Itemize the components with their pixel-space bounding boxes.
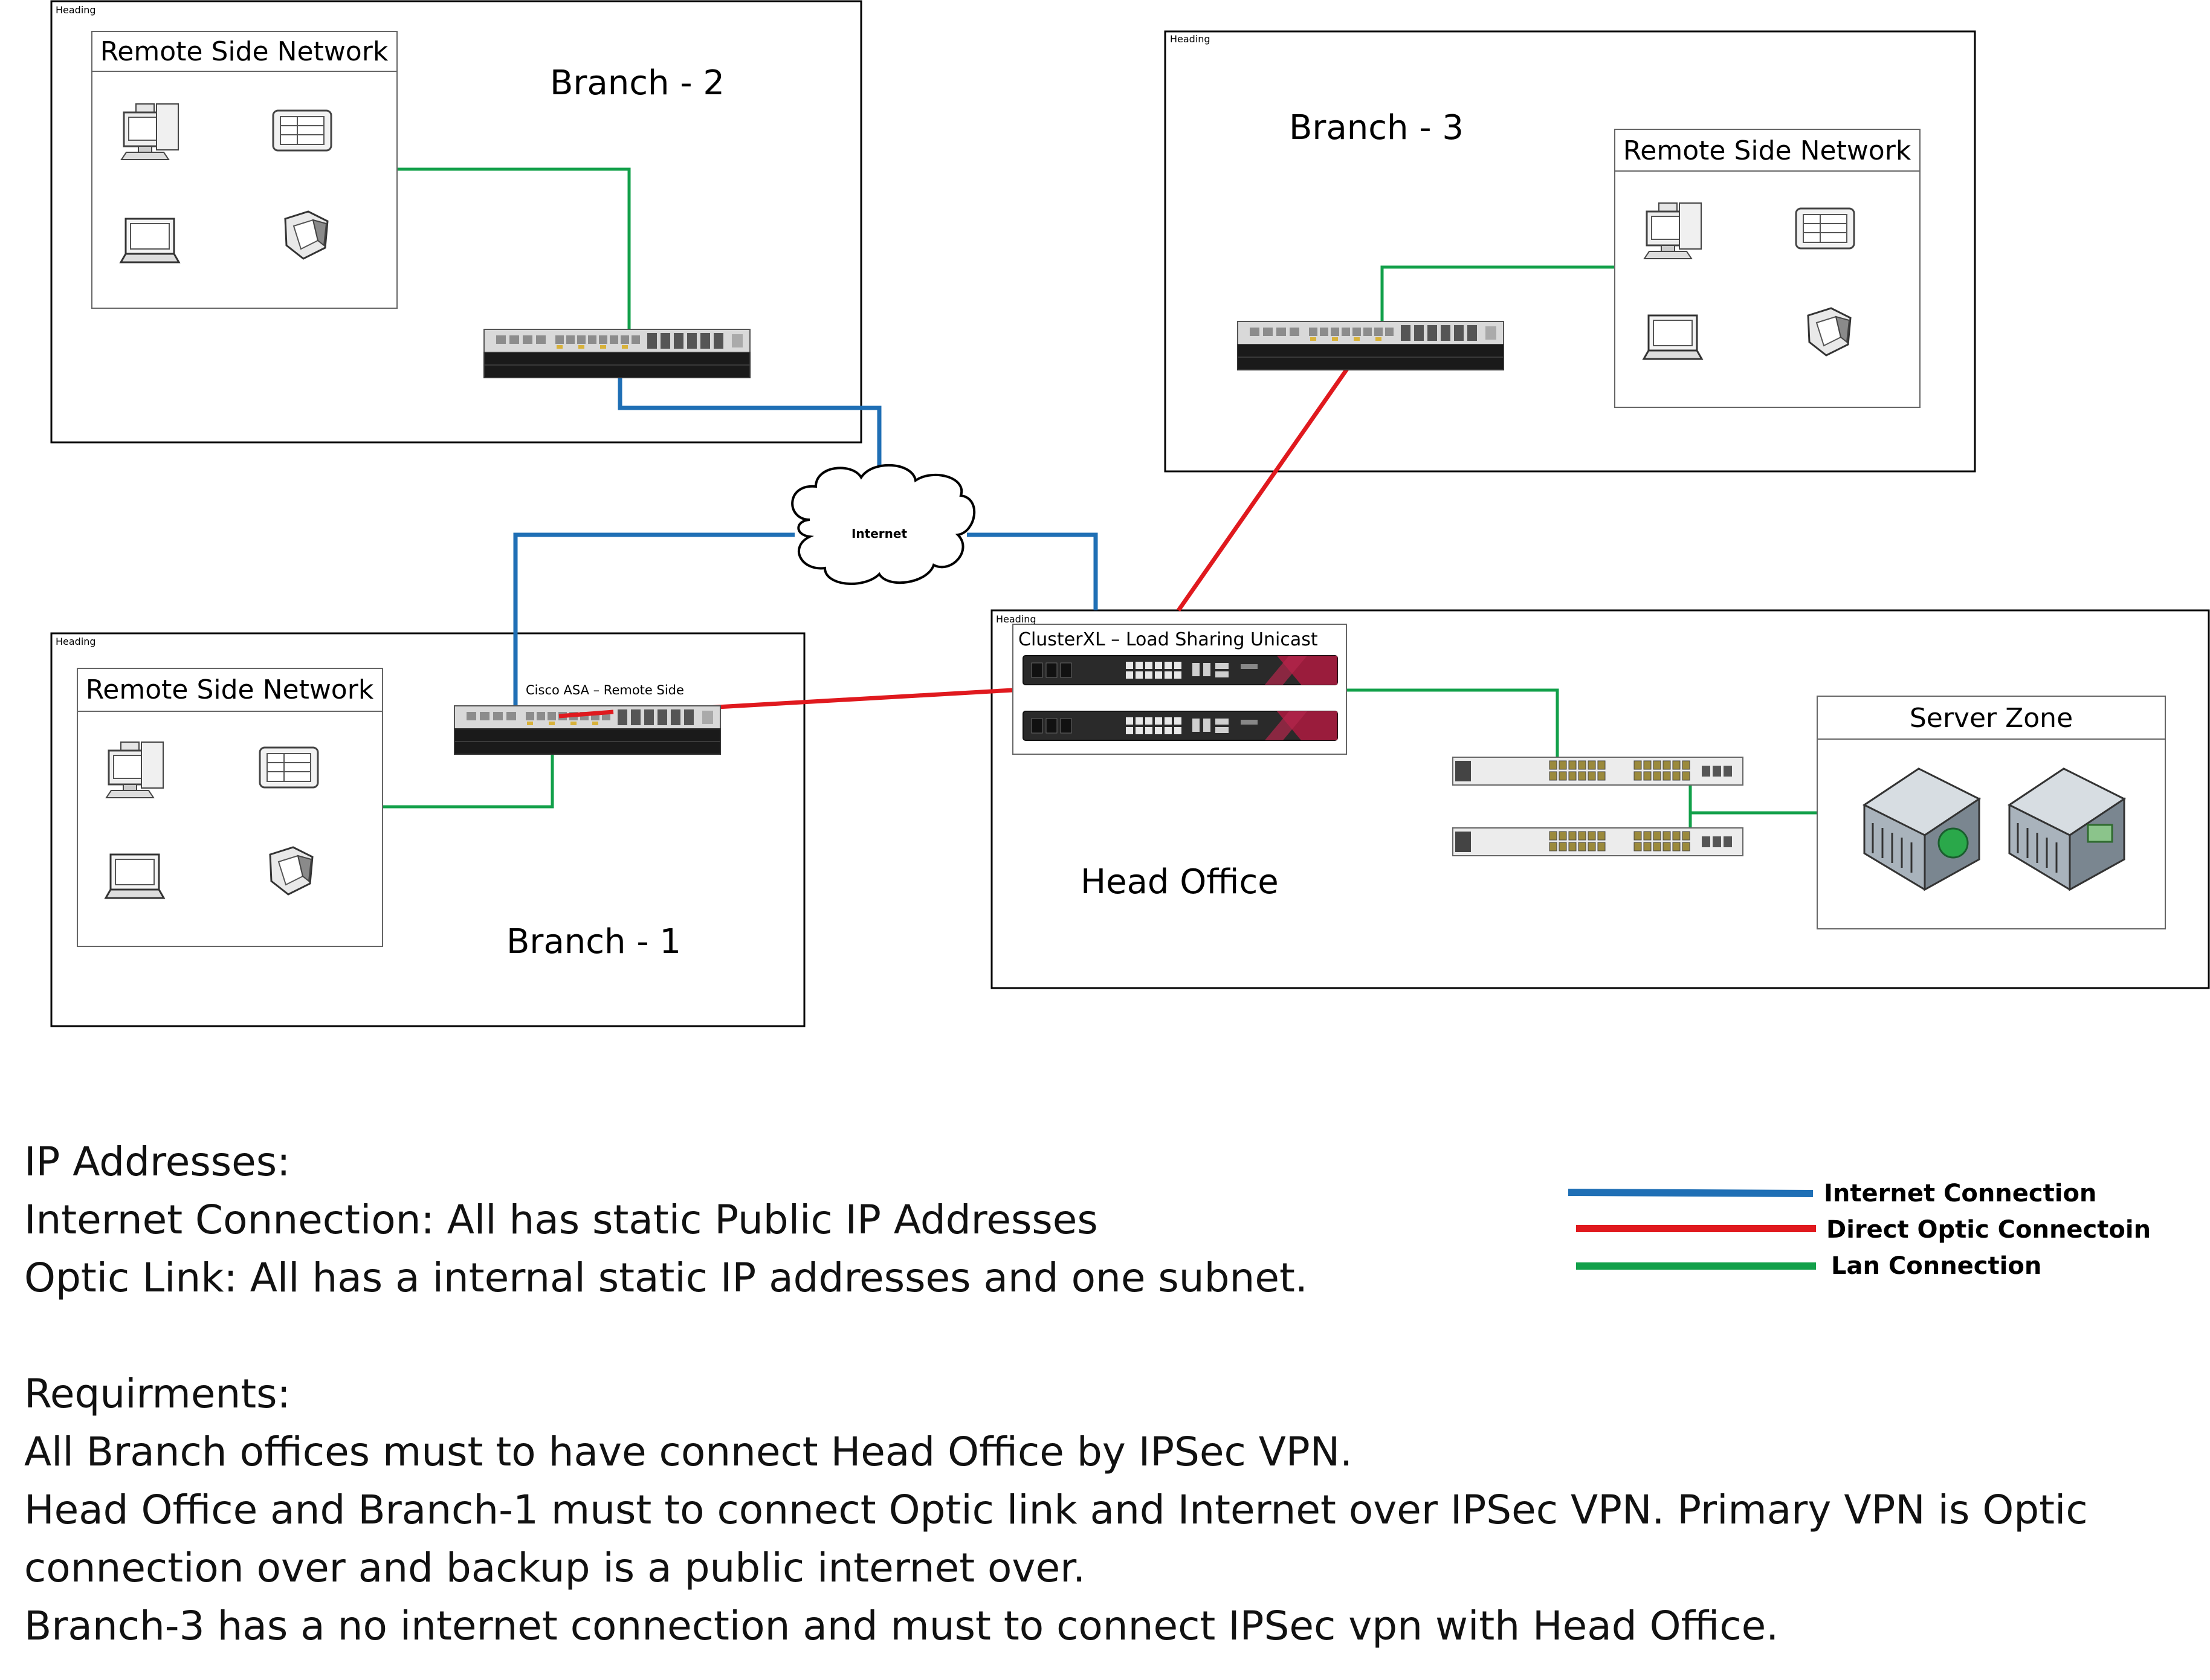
ip-addresses-title: IP Addresses: [24, 1139, 291, 1185]
internet-link-head-office [967, 532, 1098, 610]
core-switch-1-icon [1452, 757, 1743, 786]
requirement-3: Branch-3 has a no internet connection an… [24, 1603, 1779, 1649]
legend-line-internet [1568, 1189, 1814, 1197]
globe-icon [1937, 827, 1969, 859]
requirement-2-line-1: Head Office and Branch-1 must to connect… [24, 1487, 2088, 1533]
branch-3-network: Remote Side Network [1614, 129, 1921, 408]
tablet-icon [272, 109, 332, 152]
internet-label: Internet [851, 526, 907, 541]
head-office: Heading Head Office [990, 609, 2210, 989]
legend-label-optic: Direct Optic Connectoin [1826, 1216, 2151, 1244]
branch-3-heading: Heading [1170, 33, 1210, 45]
requirement-2-line-2: connection over and backup is a public i… [24, 1545, 1086, 1591]
branch-2-network-label: Remote Side Network [100, 36, 389, 67]
laptop-icon [1643, 314, 1703, 360]
legend: Internet Connection Direct Optic Connect… [1568, 1180, 2151, 1280]
branch-1-title: Branch - 1 [506, 922, 681, 961]
branch-2-office: Heading Branch - 2 [50, 0, 862, 444]
server-zone: Server Zone [1817, 696, 2166, 929]
cluster-gateway-1-icon [1023, 655, 1338, 685]
branch-2-network: Remote Side Network [91, 31, 398, 309]
ip-internet-note: Internet Connection: All has static Publ… [24, 1197, 1098, 1243]
requirement-1: All Branch offices must to have connect … [24, 1429, 1353, 1475]
tablet-icon [1795, 207, 1855, 250]
branch-2-heading: Heading [56, 4, 96, 16]
core-switch-2-icon [1452, 827, 1743, 856]
lan-link-branch-3 [1380, 265, 1615, 334]
lan-link-cluster-switch [1346, 688, 1559, 758]
lan-link-branch-2 [397, 167, 631, 340]
branch-3-firewall-icon [1237, 321, 1504, 370]
branch-3-office: Heading Branch - 3 [1164, 30, 1976, 473]
laptop-icon [120, 218, 180, 263]
ip-optic-note: Optic Link: All has a internal static IP… [24, 1255, 1308, 1301]
legend-label-internet: Internet Connection [1824, 1180, 2096, 1207]
branch-1-network-label: Remote Side Network [86, 674, 374, 705]
branch-1-heading: Heading [56, 636, 96, 647]
head-office-title: Head Office [1081, 862, 1279, 902]
cloud-icon [791, 464, 976, 585]
branch-2-firewall-icon [483, 329, 751, 378]
branch-3-title: Branch - 3 [1289, 108, 1464, 147]
clusterxl-group: ClusterXL – Load Sharing Unicast [1012, 624, 1347, 755]
branch-3-network-label: Remote Side Network [1623, 135, 1911, 166]
tablet-icon [259, 746, 319, 789]
lan-connections [382, 167, 1817, 831]
branch-1-office: Heading Branch - 1 [50, 632, 806, 1027]
legend-label-lan: Lan Connection [1831, 1252, 2041, 1280]
optic-link-branch-1-overlay [558, 709, 614, 719]
cisco-asa-label: Cisco ASA – Remote Side [526, 683, 684, 697]
branch-2-title: Branch - 2 [550, 63, 725, 103]
clusterxl-label: ClusterXL – Load Sharing Unicast [1018, 629, 1318, 650]
requirements-title: Requirments: [24, 1371, 291, 1417]
head-office-heading: Heading [996, 613, 1036, 625]
internet-cloud: Internet [791, 464, 976, 585]
internet-link-branch-1 [513, 532, 795, 714]
laptop-icon [105, 853, 165, 899]
server-zone-label: Server Zone [1910, 703, 2073, 734]
cluster-gateway-2-icon [1023, 711, 1338, 741]
card-icon [2087, 824, 2113, 843]
optic-link-branch-3 [1177, 332, 1374, 612]
branch-1-network: Remote Side Network [77, 668, 383, 947]
